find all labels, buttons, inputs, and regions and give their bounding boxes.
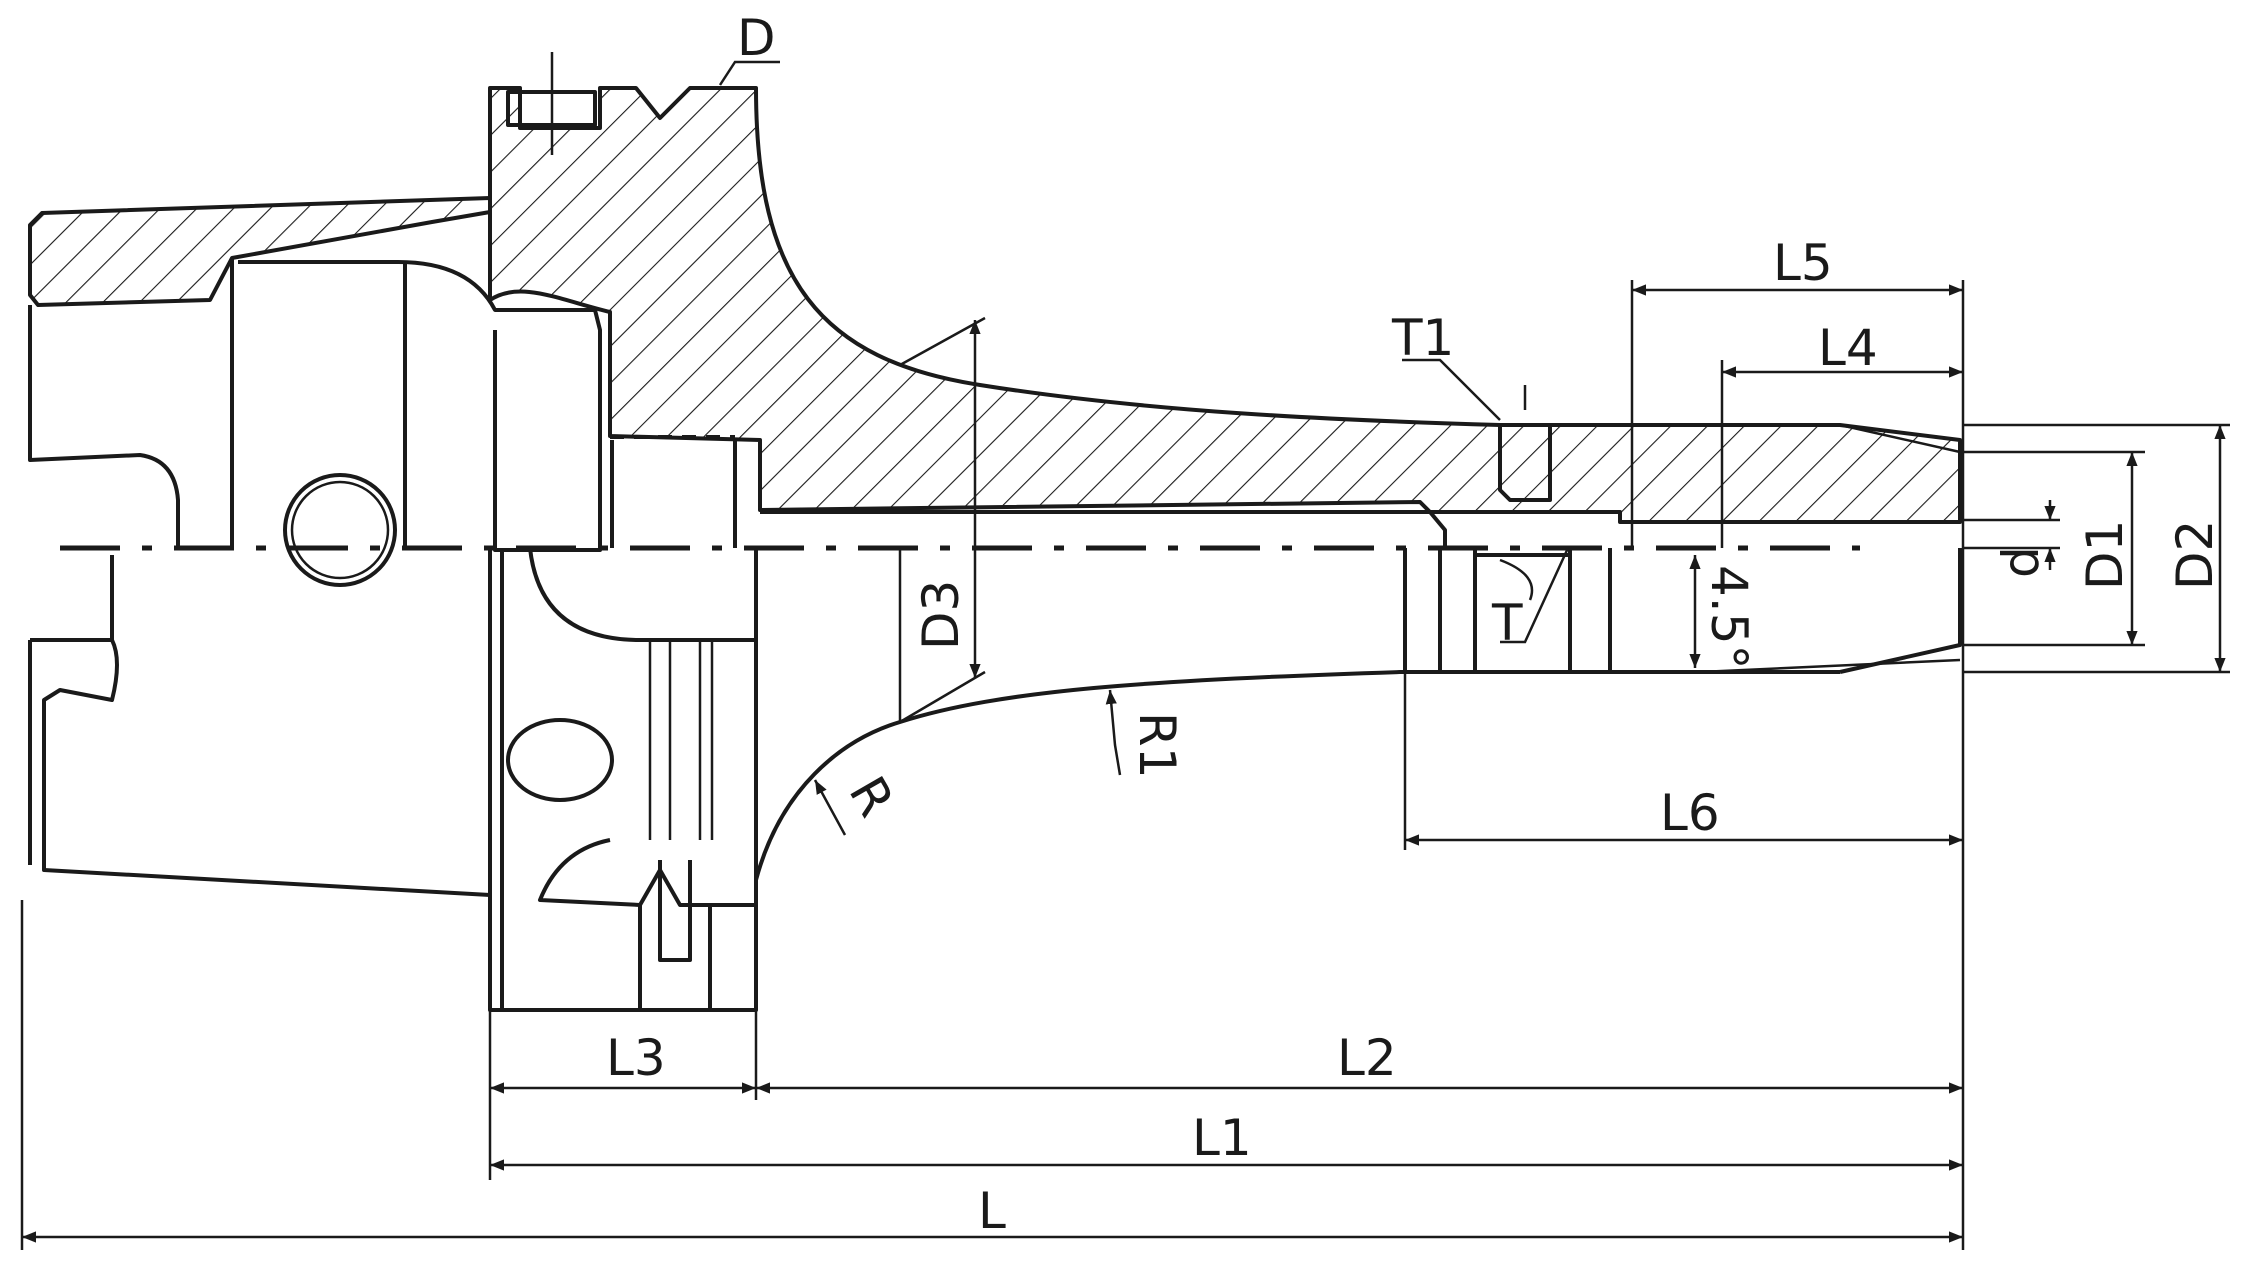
leader-r [813, 779, 847, 836]
label-d1: D1 [2076, 520, 2134, 590]
shank-inner-left [28, 305, 180, 548]
label-r: R [838, 767, 906, 826]
taper-line-lower [1699, 658, 1961, 674]
flange-arc [528, 547, 756, 642]
shank-lower [30, 638, 491, 897]
label-l: L [978, 1182, 1006, 1240]
label-t1: T1 [1391, 309, 1454, 367]
label-r1: R1 [1128, 712, 1186, 779]
label-taper: 4.5° [1700, 565, 1758, 670]
taper-line-upper [1839, 423, 1961, 454]
t-arc [1499, 558, 1534, 601]
label-d3: D3 [912, 580, 970, 650]
drive-key [506, 90, 597, 127]
label-l4: L4 [1818, 319, 1878, 377]
label-l6: L6 [1660, 784, 1720, 842]
ext-d3-top [899, 316, 986, 367]
ext-d3-bottom [899, 670, 986, 724]
neck-lower [754, 670, 1840, 881]
leader-d [718, 60, 780, 86]
inner-bore [238, 260, 602, 552]
nose-lower [1403, 548, 1962, 674]
upper-section [28, 52, 1962, 587]
cross-hole-inner [290, 480, 390, 580]
label-d2: D2 [2166, 520, 2224, 590]
label-l3: L3 [606, 1029, 666, 1087]
cross-hole [283, 473, 397, 587]
label-d-small: d [1992, 546, 2050, 578]
label-t: T [1491, 594, 1523, 652]
lower-key [638, 860, 712, 1010]
drive-slot-ellipse [506, 718, 614, 802]
leader-t1 [1402, 358, 1501, 421]
shank-section [28, 196, 492, 307]
label-l1: L1 [1192, 1109, 1252, 1167]
dimensions [20, 60, 2230, 1250]
leader-t [1500, 547, 1570, 644]
flange-body-section [488, 86, 1962, 524]
lower-notch [538, 838, 756, 907]
bore-upper [760, 510, 1447, 548]
flange-lower [488, 548, 758, 1012]
nose-bore [1438, 548, 1570, 672]
labels: D T1 L5 L4 d D1 D2 D3 T 4.5° R1 R L6 L3 … [606, 9, 2224, 1240]
leader-r1 [1105, 689, 1122, 776]
set-screw [1498, 423, 1552, 502]
label-d: D [737, 9, 776, 67]
label-l2: L2 [1337, 1029, 1397, 1087]
lower-view [28, 423, 1962, 1012]
label-l5: L5 [1773, 234, 1833, 292]
